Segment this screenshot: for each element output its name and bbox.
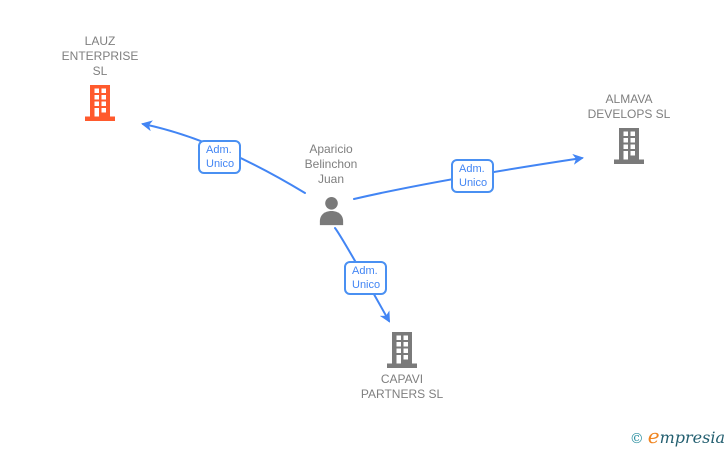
company-name: ALMAVA DEVELOPS SL — [587, 92, 671, 121]
building-icon — [84, 85, 116, 121]
brand-name: mpresia — [659, 428, 725, 447]
person-icon — [316, 196, 347, 227]
company-node-almava-develops[interactable]: ALMAVA DEVELOPS SL — [579, 92, 679, 164]
company-node-capavi-partners[interactable]: CAPAVI PARTNERS SL — [352, 332, 452, 402]
company-name: LAUZ ENTERPRISE SL — [61, 34, 139, 78]
company-node-lauz-enterprise[interactable]: LAUZ ENTERPRISE SL — [50, 34, 150, 121]
person-node-aparicio-belinchon-juan[interactable]: Aparicio Belinchon Juan — [281, 142, 381, 227]
empresia-watermark: © e mpresia — [629, 424, 725, 448]
person-name: Aparicio Belinchon Juan — [304, 142, 358, 186]
relation-label-adm-unico-capavi: Adm. Unico — [344, 261, 387, 295]
building-icon — [613, 128, 645, 164]
relation-label-adm-unico-lauz: Adm. Unico — [198, 140, 241, 174]
arrow-person-to-capavi — [334, 227, 390, 323]
building-icon — [386, 332, 418, 368]
relation-label-adm-unico-almava: Adm. Unico — [451, 159, 494, 193]
brand-initial: e — [647, 424, 660, 448]
company-name: CAPAVI PARTNERS SL — [360, 372, 444, 401]
copyright-icon: © — [629, 431, 644, 447]
